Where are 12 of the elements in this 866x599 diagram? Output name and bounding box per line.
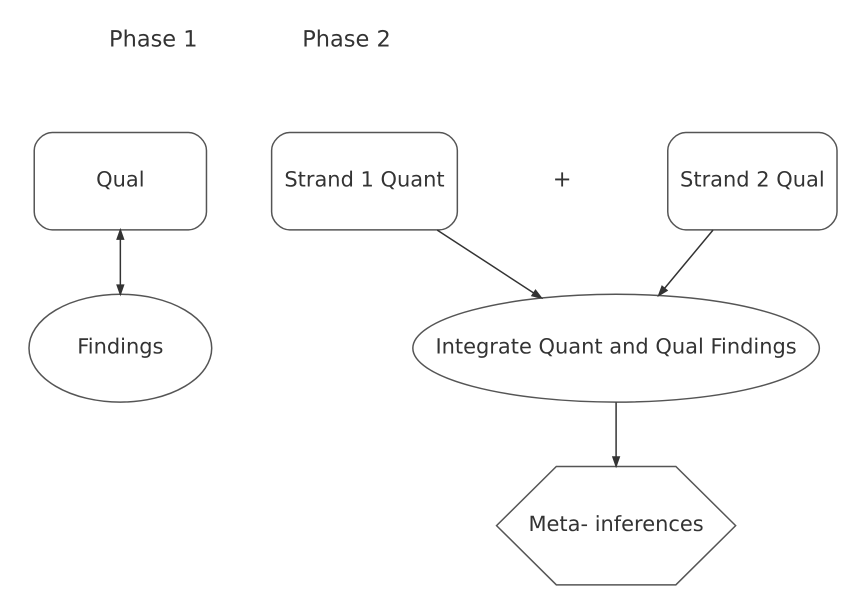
label: + (552, 166, 572, 192)
node-ellipse: Findings (28, 294, 212, 403)
label: Phase 1 (109, 26, 198, 52)
arrow (657, 230, 714, 298)
node-box: Strand 2 Qual (667, 132, 838, 231)
arrow (436, 229, 544, 300)
label: Phase 2 (302, 26, 391, 52)
node-ellipse: Integrate Quant and Qual Findings (412, 294, 820, 403)
node-box: Strand 1 Quant (270, 132, 458, 231)
arrow (612, 402, 620, 468)
arrow (116, 228, 125, 296)
node-box: Qual (33, 132, 208, 231)
